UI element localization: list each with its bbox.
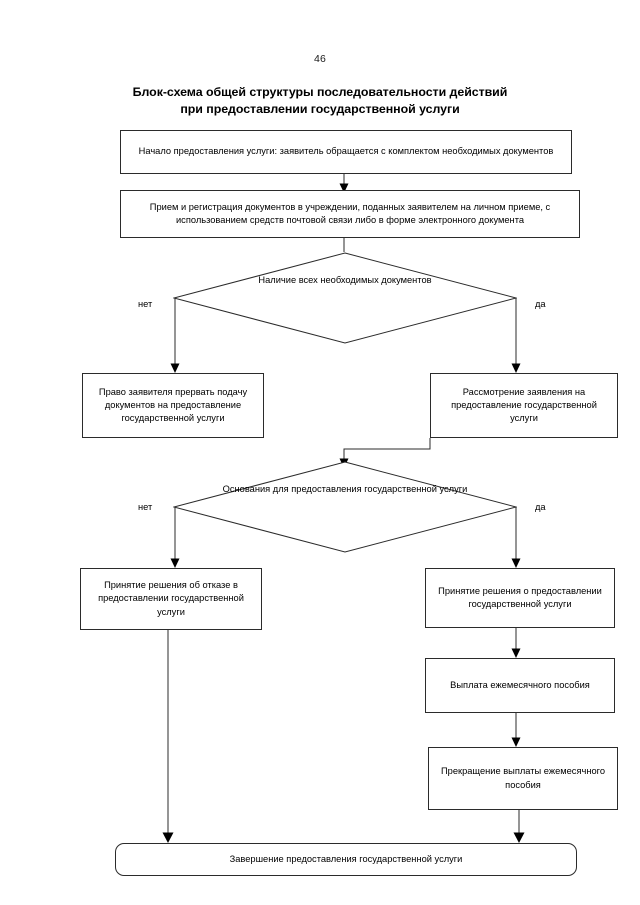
node-payment-termination-label: Прекращение выплаты ежемесячного пособия — [440, 766, 605, 790]
node-start[interactable]: Начало предоставления услуги: заявитель … — [120, 130, 572, 174]
arrowhead-grant — [511, 558, 521, 568]
node-decision-grant-label: Принятие решения о предоставлении госуда… — [438, 585, 602, 609]
arrowhead-finish-right — [513, 832, 525, 843]
decision-grounds-shape — [173, 461, 517, 553]
page-title: Блок-схема общей структуры последователь… — [80, 84, 560, 117]
node-decision-grant[interactable]: Принятие решения о предоставлении госуда… — [425, 568, 615, 628]
node-right-to-interrupt[interactable]: Право заявителя прервать подачу документ… — [82, 373, 264, 438]
node-decision-refusal-label: Принятие решения об отказе в предоставле… — [98, 580, 244, 617]
arrowhead-review-application — [511, 363, 521, 373]
page-number: 46 — [313, 53, 327, 65]
page-title-line2: при предоставлении государственной услуг… — [180, 101, 460, 116]
branch-label-yes-2: да — [535, 502, 546, 512]
node-payment-termination[interactable]: Прекращение выплаты ежемесячного пособия — [428, 747, 618, 810]
arrowhead-termination — [511, 737, 521, 747]
branch-label-no-1: нет — [138, 299, 153, 309]
node-right-to-interrupt-label: Право заявителя прервать подачу документ… — [98, 386, 248, 424]
node-decision-documents[interactable]: Наличие всех необходимых документов — [173, 252, 517, 344]
node-finish[interactable]: Завершение предоставления государственно… — [115, 843, 577, 876]
arrowhead-refusal — [170, 558, 180, 568]
arrowhead-finish-left — [162, 832, 174, 843]
node-review-application-label: Рассмотрение заявления на предоставление… — [451, 386, 597, 424]
node-start-label: Начало предоставления услуги: заявитель … — [138, 146, 554, 157]
node-decision-grounds[interactable]: Основания для предоставления государстве… — [173, 461, 517, 553]
node-monthly-payment[interactable]: Выплата ежемесячного пособия — [425, 658, 615, 713]
branch-label-yes-1: да — [535, 299, 546, 309]
node-registration-label: Прием и регистрация документов в учрежде… — [149, 201, 551, 225]
node-finish-label: Завершение предоставления государственно… — [229, 853, 463, 864]
node-registration[interactable]: Прием и регистрация документов в учрежде… — [120, 190, 580, 238]
connector-review-to-decision2 — [343, 438, 431, 461]
arrowhead-right-to-interrupt — [170, 363, 180, 373]
decision-documents-shape — [173, 252, 517, 344]
node-review-application[interactable]: Рассмотрение заявления на предоставление… — [430, 373, 618, 438]
node-decision-refusal[interactable]: Принятие решения об отказе в предоставле… — [80, 568, 262, 630]
page-title-line1: Блок-схема общей структуры последователь… — [132, 85, 508, 99]
branch-label-no-2: нет — [138, 502, 153, 512]
node-monthly-payment-label: Выплата ежемесячного пособия — [450, 679, 590, 690]
arrowhead-monthly-payment — [511, 648, 521, 658]
